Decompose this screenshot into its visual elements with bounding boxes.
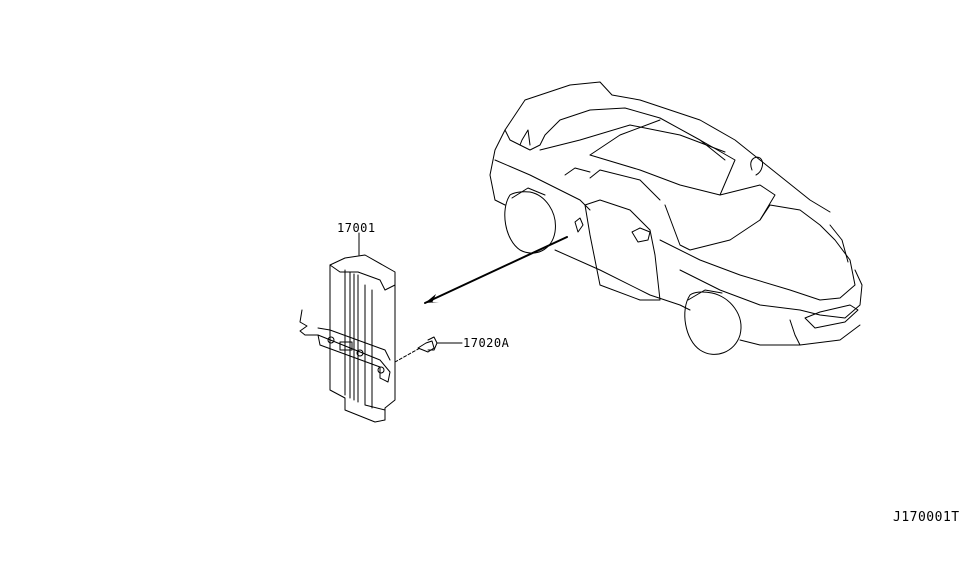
diagram-reference-code: J170001T [893, 510, 960, 525]
location-arrow [424, 236, 568, 304]
bolt-icon [394, 336, 463, 363]
control-unit-icon [299, 232, 396, 423]
part-label-17001[interactable]: 17001 [337, 221, 376, 235]
part-label-17020a[interactable]: 17020A [463, 336, 510, 350]
car-icon [489, 81, 863, 355]
